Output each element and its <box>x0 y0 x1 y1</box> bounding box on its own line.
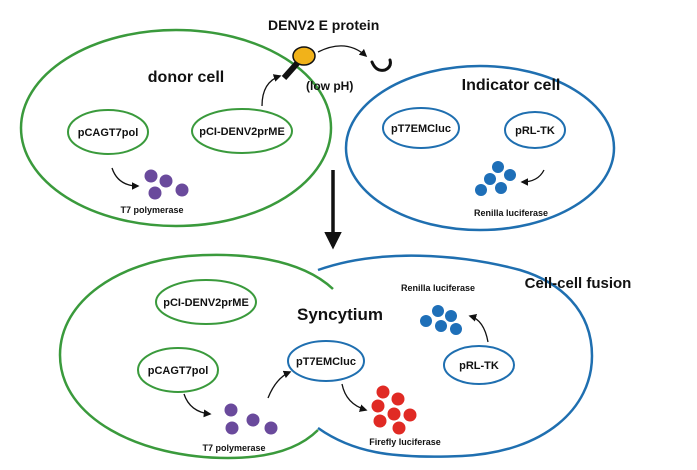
donor-cell-membrane <box>19 28 333 228</box>
donor-cell-title: donor cell <box>148 69 224 86</box>
protein-dot <box>445 310 457 322</box>
plasmid-prl-tk-label: pRL-TK <box>515 125 555 137</box>
protein-dot <box>148 186 162 200</box>
expression-arrow-t7 <box>111 167 140 190</box>
plasmid-pci-denv2prme <box>191 108 293 154</box>
plasmid-pcagt7pol <box>67 109 149 155</box>
protein-dot <box>504 169 516 181</box>
protein-dot <box>371 399 385 413</box>
hook-shape <box>370 58 392 72</box>
fused-arrow-t7 <box>183 393 212 418</box>
plasmid-pt7emcluc <box>382 107 460 149</box>
indicator-cell-membrane <box>344 64 616 232</box>
denv2-e-protein: DENV2 E protein (low pH) <box>268 17 392 93</box>
protein-dot <box>246 413 260 427</box>
syncytium-label: Syncytium <box>297 305 383 324</box>
fused-plasmid-pt7emcluc-label: pT7EMCluc <box>296 356 356 368</box>
protein-dot <box>450 323 462 335</box>
fused-plasmid-prl-tk-label: pRL-TK <box>459 360 499 372</box>
plasmid-pt7emcluc-label: pT7EMCluc <box>391 123 451 135</box>
protein-dot <box>420 315 432 327</box>
fused-membrane-donor <box>58 253 334 460</box>
cell-cell-fusion-title: Cell-cell fusion <box>525 275 632 292</box>
e-protein-head <box>292 46 316 66</box>
renilla-dots <box>475 161 516 196</box>
protein-dot <box>387 407 401 421</box>
fused-t7-dots <box>224 403 278 435</box>
fused-membrane-indicator <box>317 254 594 458</box>
plasmid-pci-denv2prme-label: pCI-DENV2prME <box>199 126 285 138</box>
fused-renilla-dots <box>420 305 462 335</box>
plasmid-pcagt7pol-label: pCAGT7pol <box>78 127 139 139</box>
protein-dot <box>432 305 444 317</box>
protein-dot <box>495 182 507 194</box>
donor-cell: donor cell pCAGT7pol pCI-DENV2prME T7 po… <box>19 28 333 228</box>
fused-arrow-renilla <box>468 313 489 343</box>
fused-arrow-t7-to-pt7emcluc <box>267 370 292 399</box>
protein-dot <box>492 161 504 173</box>
protein-dot <box>225 421 239 435</box>
protein-dot <box>175 183 189 197</box>
t7-polymerase-label: T7 polymerase <box>120 205 183 215</box>
protein-dot <box>475 184 487 196</box>
low-ph-label: (low pH) <box>306 79 353 93</box>
fused-renilla-label: Renilla luciferase <box>401 283 475 293</box>
fused-plasmid-pt7emcluc <box>287 340 365 382</box>
expression-arrow-renilla <box>520 169 545 186</box>
fusion-arrow <box>317 45 368 58</box>
plasmid-prl-tk <box>504 111 566 149</box>
protein-dot <box>376 385 390 399</box>
fused-plasmid-pci-denv2prme <box>155 279 257 325</box>
t7-polymerase-dots <box>144 169 189 200</box>
protein-dot <box>391 392 405 406</box>
fused-plasmid-pcagt7pol-label: pCAGT7pol <box>148 365 209 377</box>
protein-dot <box>435 320 447 332</box>
protein-dot <box>264 421 278 435</box>
renilla-label: Renilla luciferase <box>474 208 548 218</box>
protein-dot <box>484 173 496 185</box>
protein-dot <box>159 174 173 188</box>
fused-arrow-firefly <box>341 383 368 412</box>
indicator-cell: Indicator cell pT7EMCluc pRL-TK Renilla … <box>344 64 616 232</box>
syncytium: Cell-cell fusion Syncytium pCI-DENV2prME… <box>58 253 632 460</box>
protein-dot <box>392 421 406 435</box>
fused-plasmid-pci-denv2prme-label: pCI-DENV2prME <box>163 297 249 309</box>
fused-plasmid-prl-tk <box>443 345 515 385</box>
fused-t7-label: T7 polymerase <box>202 443 265 453</box>
fused-plasmid-pcagt7pol <box>137 347 219 393</box>
protein-dot <box>373 414 387 428</box>
firefly-label: Firefly luciferase <box>369 437 441 447</box>
protein-dot <box>403 408 417 422</box>
firefly-dots <box>371 385 417 435</box>
protein-dot <box>144 169 158 183</box>
protein-dot <box>224 403 238 417</box>
expression-arrow-e-protein <box>261 74 282 107</box>
denv2-e-protein-label: DENV2 E protein <box>268 17 379 33</box>
indicator-cell-title: Indicator cell <box>462 77 561 94</box>
